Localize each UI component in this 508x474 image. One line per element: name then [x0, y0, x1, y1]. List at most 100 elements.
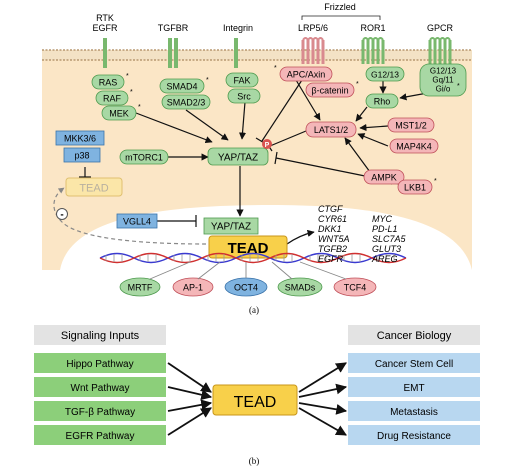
node-mkk36: MKK3/6: [55, 130, 105, 146]
lkb1-label: LKB1: [404, 183, 426, 193]
receptor-rtk: RTK EGFR: [92, 13, 118, 68]
receptor-integrin: Integrin: [223, 23, 253, 68]
node-yaptaz: YAP/TAZ: [207, 147, 269, 166]
mst12-label: MST1/2: [395, 121, 427, 131]
ampk-label: AMPK: [371, 173, 397, 183]
g1213-label: G12/13: [371, 70, 399, 80]
target-gene: WNT5A: [318, 234, 350, 244]
input-wnt: Wnt Pathway: [71, 383, 130, 394]
p-label: P: [265, 142, 270, 149]
output-boxes: Cancer Stem Cell EMT Metastasis Drug Res…: [348, 353, 480, 445]
arrow-tead-metastasis: [298, 402, 348, 415]
node-oct4: OCT4: [224, 277, 268, 297]
target-genes-col2: MYC PD-L1 SLC7A5 GLUT3 AREG: [371, 214, 407, 264]
mek-label: MEK: [109, 109, 129, 119]
target-genes-col1: CTGF CYR61 DKK1 WNT5A TGFB2 EGFR: [318, 204, 350, 264]
panel-a: RTK EGFR TGFBR Integrin Frizzled LRP5/6 …: [42, 2, 472, 315]
arrow-egfr-tead: [167, 407, 212, 436]
output-drug-resistance: Drug Resistance: [377, 431, 451, 442]
arrow-wnt-tead: [167, 386, 213, 401]
asterisk-mek: *: [138, 104, 141, 111]
asterisk-ras: *: [126, 73, 129, 80]
node-yaptaz-nuclear: YAP/TAZ: [203, 217, 259, 235]
node-map4k4: MAP4K4: [389, 138, 439, 154]
tead-cyto-label: TEAD: [79, 183, 108, 195]
caption-a: (a): [249, 305, 259, 315]
target-gene: PD-L1: [372, 224, 398, 234]
p38-label: p38: [74, 151, 89, 161]
inhibit-lats-yaptaz: [269, 130, 307, 147]
yaptaz-nuc-label: YAP/TAZ: [211, 222, 251, 233]
beta-catenin-label: β-catenin: [311, 86, 348, 96]
ror1-label: ROR1: [360, 23, 385, 33]
egfr-label: EGFR: [92, 23, 118, 33]
gpcr-g-line3: Gi/o: [436, 85, 451, 94]
node-lkb1: LKB1: [397, 179, 433, 195]
flow-arrows: [167, 362, 348, 436]
raf-label: RAF: [103, 94, 122, 104]
smad4-label: SMAD4: [166, 82, 197, 92]
export-dashed-arrow: [53, 187, 207, 245]
asterisk-smad4: *: [206, 77, 209, 84]
map4k4-label: MAP4K4: [396, 142, 432, 152]
target-gene: AREG: [371, 254, 398, 264]
arrow-rho-lats: [355, 106, 368, 122]
inhibit-ampk-yaptaz: [275, 157, 366, 177]
receptor-ror1: ROR1: [360, 23, 386, 64]
dna-helix: [99, 252, 407, 264]
receptor-gpcr: GPCR: [427, 23, 453, 64]
ap1-label: AP-1: [183, 283, 203, 293]
target-gene: SLC7A5: [372, 234, 407, 244]
node-tcf4: TCF4: [333, 277, 377, 297]
gpcr-g-line1: G12/13: [430, 67, 457, 76]
outputs-header: Cancer Biology: [377, 330, 452, 342]
arrow-mst-lats: [359, 123, 389, 132]
input-hippo: Hippo Pathway: [66, 359, 133, 370]
panel-b: Signaling Inputs Cancer Biology Hippo Pa…: [34, 325, 480, 466]
node-raf: RAF: [95, 90, 129, 106]
node-smad23: SMAD2/3: [161, 94, 211, 110]
center-tead: TEAD: [212, 384, 298, 416]
target-gene: DKK1: [318, 224, 342, 234]
output-metastasis: Metastasis: [390, 407, 438, 418]
node-gpcr-g-proteins: G12/13 Gq/11 Gi/o: [419, 63, 467, 97]
smad23-label: SMAD2/3: [167, 98, 206, 108]
frizzled-label: Frizzled: [324, 2, 356, 12]
arrow-apc-lats: [295, 79, 321, 121]
phospho-badge: P: [262, 139, 272, 149]
asterisk-apc: *: [274, 65, 277, 72]
node-fak: FAK: [225, 72, 259, 88]
vgll4-label: VGLL4: [123, 217, 151, 227]
target-gene: EGFR: [318, 254, 344, 264]
minus-badge: -: [56, 208, 68, 221]
apc-axin-label: APC/Axin: [287, 70, 326, 80]
arrow-mek-yaptaz: [135, 112, 213, 144]
node-rho: Rho: [365, 93, 399, 109]
lats12-label: LATS1/2: [314, 125, 348, 135]
outputs-header-box: [348, 325, 480, 345]
input-boxes: Hippo Pathway Wnt Pathway TGF-β Pathway …: [34, 353, 166, 445]
mkk36-label: MKK3/6: [64, 134, 96, 144]
receptor-lrp56: LRP5/6: [298, 23, 328, 64]
node-ampk: AMPK: [363, 169, 405, 185]
output-csc: Cancer Stem Cell: [375, 359, 453, 370]
receptor-tgfbr: TGFBR: [158, 23, 189, 68]
arrow-src-yaptaz: [238, 101, 247, 140]
ras-label: RAS: [99, 78, 118, 88]
input-tgfb: TGF-β Pathway: [65, 407, 135, 418]
minus-label: -: [60, 210, 63, 221]
node-mek: MEK: [101, 105, 137, 121]
output-emt: EMT: [403, 383, 424, 394]
arrow-tead-emt: [298, 383, 348, 398]
target-gene: GLUT3: [372, 244, 401, 254]
node-apc-axin: APC/Axin: [279, 66, 333, 82]
inhibit-ampk-yaptaz-bar: [274, 151, 278, 165]
node-tead-nuclear: TEAD: [208, 235, 288, 259]
arrow-map4k4-lats: [357, 133, 389, 147]
cell-membrane: [42, 49, 472, 61]
asterisk-beta-catenin: *: [356, 81, 359, 88]
asterisk-raf: *: [130, 89, 133, 96]
lrp-label: LRP5/6: [298, 23, 328, 33]
arrow-ampk-lats: [344, 137, 371, 173]
